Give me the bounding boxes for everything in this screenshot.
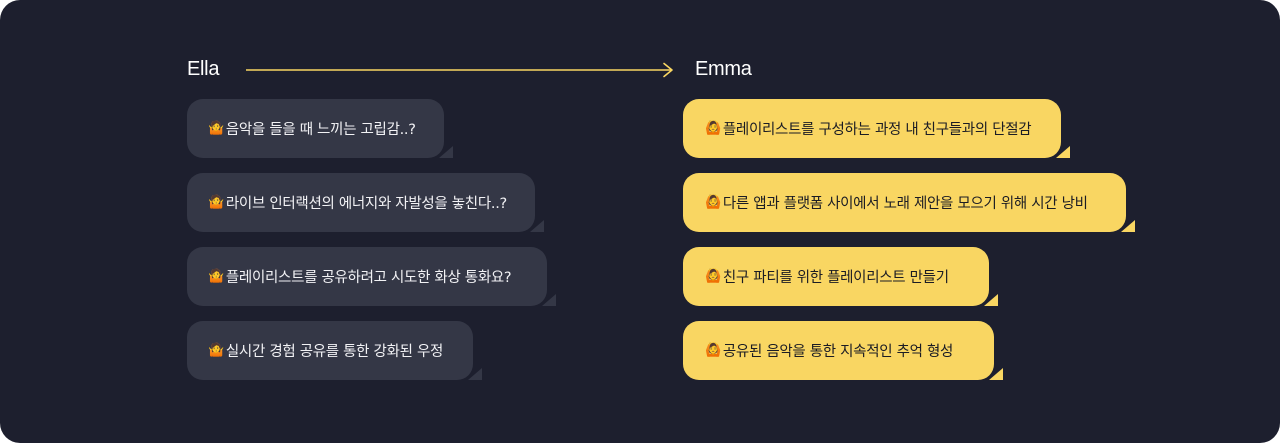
right-bubble-4-text: 공유된 음악을 통한 지속적인 추억 형성: [722, 344, 954, 360]
left-bubble-2-text: 라이브 인터랙션의 에너지와 자발성을 놓친다..?: [225, 196, 507, 212]
left-bubble-3-text: 플레이리스트를 공유하려고 시도한 화상 통화요?: [225, 270, 512, 286]
right-bubble-3-text: 친구 파티를 위한 플레이리스트 만들기: [722, 270, 949, 286]
left-bubble-2: 🤷 라이브 인터랙션의 에너지와 자발성을 놓친다..?: [187, 173, 544, 232]
shrug-icon: 🤷: [208, 195, 224, 210]
right-bubble-2-text: 다른 앱과 플랫폼 사이에서 노래 제안을 모으기 위해 시간 낭비: [722, 196, 1088, 212]
person-gesturing-ok-icon: 🙆: [705, 269, 721, 284]
right-bubble-1: 🙆 플레이리스트를 구성하는 과정 내 친구들과의 단절감: [683, 99, 1070, 158]
shrug-icon: 🤷: [208, 269, 224, 284]
left-bubble-1-text: 음악을 들을 때 느끼는 고립감..?: [225, 122, 416, 138]
right-bubble-4: 🙆 공유된 음악을 통한 지속적인 추억 형성: [683, 321, 1003, 380]
left-bubble-4-text: 실시간 경험 공유를 통한 강화된 우정: [225, 344, 444, 360]
right-bubble-1-text: 플레이리스트를 구성하는 과정 내 친구들과의 단절감: [722, 122, 1032, 138]
right-bubble-3: 🙆 친구 파티를 위한 플레이리스트 만들기: [683, 247, 998, 306]
shrug-icon: 🤷: [208, 121, 224, 136]
person-gesturing-ok-icon: 🙆: [705, 343, 721, 358]
right-bubble-2: 🙆 다른 앱과 플랫폼 사이에서 노래 제안을 모으기 위해 시간 낭비: [683, 173, 1135, 232]
person-gesturing-ok-icon: 🙆: [705, 121, 721, 136]
left-bubble-4: 🤷 실시간 경험 공유를 통한 강화된 우정: [187, 321, 482, 380]
left-persona-name: Ella: [187, 58, 220, 80]
left-bubble-1: 🤷 음악을 들을 때 느끼는 고립감..?: [187, 99, 453, 158]
right-persona-name: Emma: [695, 58, 752, 80]
shrug-icon: 🤷: [208, 343, 224, 358]
arrow-right-icon: [246, 62, 673, 78]
left-bubble-3: 🤷 플레이리스트를 공유하려고 시도한 화상 통화요?: [187, 247, 556, 306]
person-gesturing-ok-icon: 🙆: [705, 195, 721, 210]
